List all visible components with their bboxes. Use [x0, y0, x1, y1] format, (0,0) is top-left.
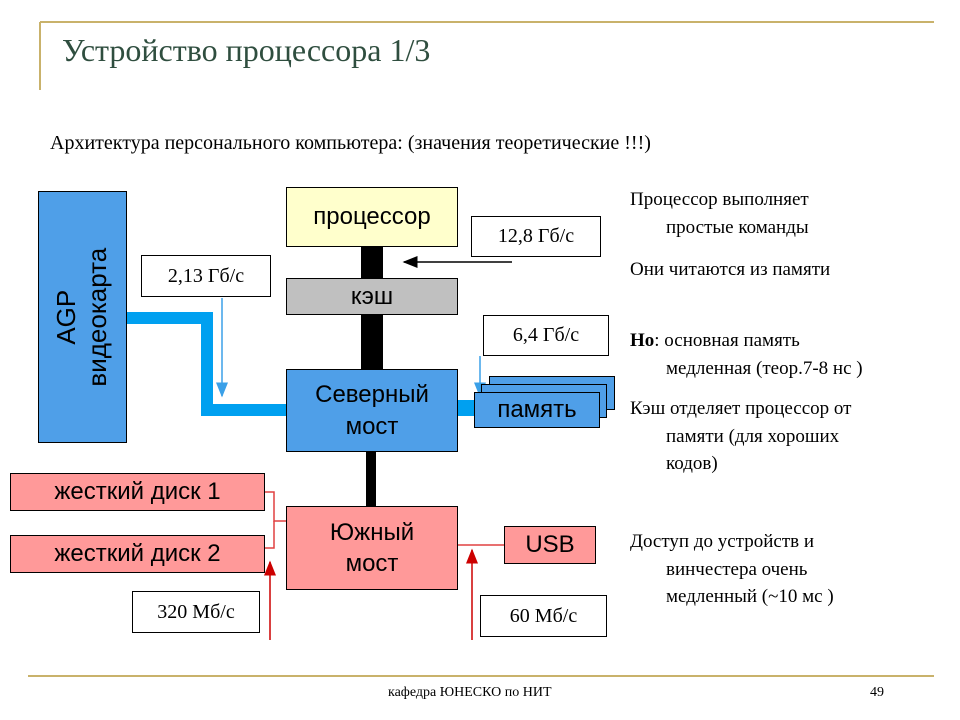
note-cache: Кэш отделяет процессор от памяти (для хо…	[630, 395, 851, 478]
note-processor: Процессор выполняет простые команды	[630, 186, 809, 241]
cpu-cache-bus	[361, 246, 383, 278]
north-south-bus	[366, 452, 376, 506]
hdd2-block: жесткий диск 2	[10, 535, 265, 573]
rate-cpu-cache: 12,8 Гб/с	[471, 216, 601, 257]
note-processor-line1: Процессор выполняет	[630, 189, 809, 210]
cache-label: кэш	[350, 282, 394, 310]
note-slow-memory: Но: основная память медленная (теор.7-8 …	[630, 327, 863, 382]
agp-label-line1: AGP	[51, 289, 82, 345]
memory-label: память	[497, 396, 577, 423]
slide-title: Устройство процессора 1/3	[62, 32, 431, 68]
south-bridge-label: Южный мост	[329, 518, 415, 577]
note-cache-line1: Кэш отделяет процессор от	[630, 398, 852, 419]
note-slow-memory-line1: Но: основная память	[630, 327, 863, 355]
note-cache-line3: кодов)	[666, 453, 718, 475]
rate-hdd: 320 Мб/с	[132, 591, 260, 633]
usb-block: USB	[504, 526, 596, 564]
cpu-label: процессор	[313, 203, 431, 230]
note-memory-read-line: Они читаются из памяти	[630, 259, 831, 280]
hdd1-wire	[265, 491, 286, 522]
note-devices-line3: медленный (~10 мс )	[666, 586, 834, 608]
hdd1-label: жесткий диск 1	[54, 478, 221, 505]
memory-block: память	[474, 392, 600, 428]
usb-label: USB	[525, 531, 575, 558]
rate-usb: 60 Мб/с	[480, 595, 607, 637]
note-slow-memory-line2: медленная (теор.7-8 нс )	[666, 357, 863, 379]
agp-videocard-block: AGP видеокарта	[38, 191, 127, 443]
agp-label-line2: видеокарта	[82, 247, 113, 387]
note-memory-read: Они читаются из памяти	[630, 256, 830, 284]
hdd2-label: жесткий диск 2	[54, 540, 221, 567]
note-devices: Доступ до устройств и винчестера очень м…	[630, 528, 834, 611]
rate-memory: 6,4 Гб/с	[483, 315, 609, 356]
note-cache-line2: памяти (для хороших	[666, 425, 840, 447]
hdd2-wire	[265, 521, 275, 549]
south-bridge-block: Южный мост	[286, 506, 458, 590]
cache-block: кэш	[286, 278, 458, 315]
north-bridge-block: Северный мост	[286, 369, 458, 452]
memory-bus	[457, 400, 477, 416]
note-slow-memory-bold: Но	[630, 330, 655, 351]
slide-subtitle: Архитектура персонального компьютера: (з…	[50, 132, 651, 154]
note-devices-line1: Доступ до устройств и	[630, 531, 815, 552]
north-bridge-label: Северный мост	[315, 381, 429, 440]
page-number: 49	[870, 685, 884, 700]
agp-bus	[127, 312, 286, 416]
cpu-block: процессор	[286, 187, 458, 247]
note-devices-line2: винчестера очень	[666, 558, 808, 580]
note-processor-line2: простые команды	[666, 216, 809, 238]
cache-north-bus	[361, 315, 383, 369]
note-slow-memory-rest: : основная память	[654, 330, 800, 351]
rate-agp: 2,13 Гб/с	[141, 255, 271, 297]
slide-footer: кафедра ЮНЕСКО по НИТ	[388, 685, 552, 700]
hdd1-block: жесткий диск 1	[10, 473, 265, 511]
agp-label: AGP видеокарта	[51, 248, 113, 387]
